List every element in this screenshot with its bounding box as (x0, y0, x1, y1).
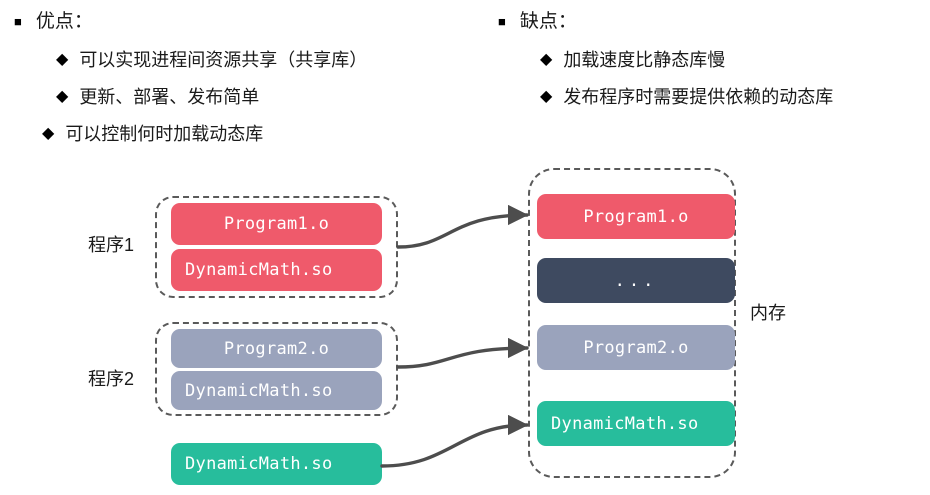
cons-item: ◆ 发布程序时需要提供依赖的动态库 (540, 84, 928, 110)
pros-item-label: 可以控制何时加载动态库 (65, 124, 264, 144)
pros-item: ◆ 更新、部署、发布简单 (56, 84, 484, 110)
diamond-bullet-icon: ◆ (56, 51, 69, 68)
program2-chip-program: Program2.o (171, 329, 382, 368)
square-bullet-icon: ■ (14, 14, 22, 29)
pros-heading-row: ■ 优点： (14, 8, 484, 36)
cons-item-label: 加载速度比静态库慢 (563, 50, 726, 70)
pros-item-label: 可以实现进程间资源共享（共享库） (79, 50, 368, 70)
program2-chip-dynamicmath: DynamicMath.so (171, 371, 382, 410)
program1-chip-dynamicmath: DynamicMath.so (171, 249, 382, 291)
cons-column: ■ 缺点： ◆ 加载速度比静态库慢 ◆ 发布程序时需要提供依赖的动态库 (498, 0, 928, 110)
arrow-program2-to-memory (396, 337, 529, 369)
pros-column: ■ 优点： ◆ 可以实现进程间资源共享（共享库） ◆ 更新、部署、发布简单 ◆ … (14, 0, 484, 147)
memory-label: 内存 (750, 303, 786, 323)
memory-chip-ellipsis: ... (537, 258, 735, 303)
program2-label: 程序2 (88, 369, 135, 389)
program1-label: 程序1 (88, 235, 135, 255)
cons-item-label: 发布程序时需要提供依赖的动态库 (563, 87, 834, 107)
diamond-bullet-icon: ◆ (540, 51, 553, 68)
memory-chip-program1: Program1.o (537, 194, 735, 239)
cons-heading: 缺点： (519, 11, 577, 32)
program2-group (155, 322, 398, 416)
cons-heading-row: ■ 缺点： (498, 8, 928, 36)
arrow-standalone-to-memory (380, 414, 529, 468)
cons-item: ◆ 加载速度比静态库慢 (540, 47, 928, 73)
memory-container (528, 168, 736, 478)
square-bullet-icon: ■ (498, 14, 506, 29)
pros-item-label: 更新、部署、发布简单 (79, 87, 260, 107)
pros-item: ◆ 可以实现进程间资源共享（共享库） (56, 47, 484, 73)
memory-chip-dynamicmath: DynamicMath.so (537, 401, 735, 446)
memory-chip-program2: Program2.o (537, 325, 735, 370)
pros-item: ◆ 可以控制何时加载动态库 (42, 121, 484, 147)
arrow-program1-to-memory (396, 204, 529, 249)
diamond-bullet-icon: ◆ (42, 125, 55, 142)
pros-heading: 优点： (35, 11, 93, 32)
program1-chip-program: Program1.o (171, 203, 382, 245)
diamond-bullet-icon: ◆ (56, 88, 69, 105)
standalone-chip-dynamicmath: DynamicMath.so (171, 443, 382, 485)
diamond-bullet-icon: ◆ (540, 88, 553, 105)
